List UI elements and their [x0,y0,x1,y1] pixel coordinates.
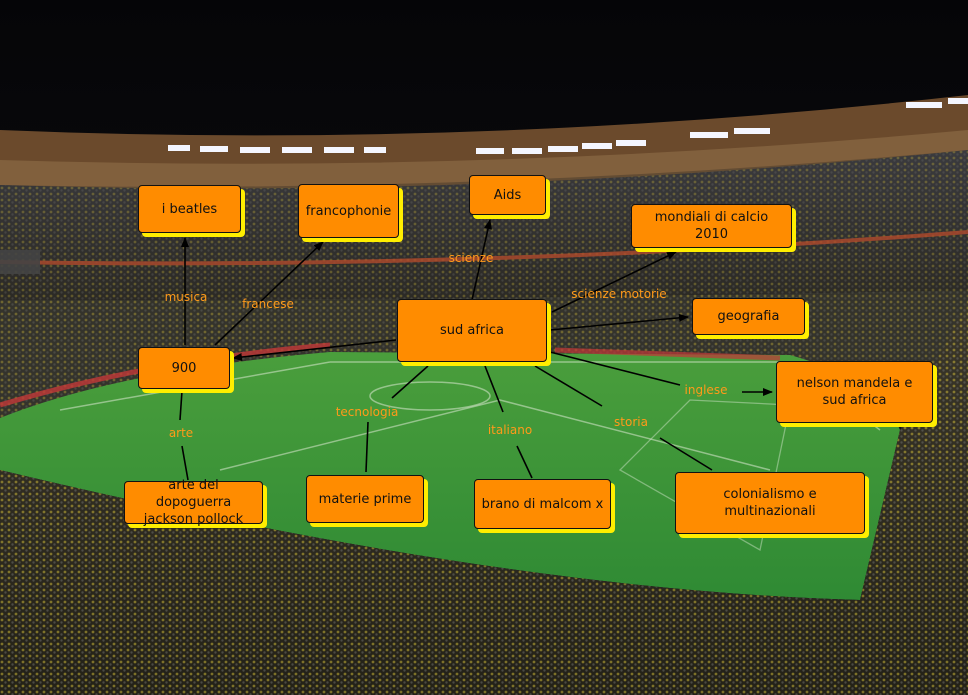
link-scienze [471,219,492,301]
node-sud-africa[interactable]: sud africa [397,299,547,362]
link-900 [232,339,397,361]
node-geografia[interactable]: geografia [692,298,805,335]
node-colonialismo[interactable]: colonialismo e multinazionali [675,472,865,534]
node-900[interactable]: 900 [138,347,230,389]
link-arte-b [181,445,189,481]
label-scienze: scienze [448,251,494,265]
label-tecnologia: tecnologia [335,405,399,419]
label-storia: storia [614,415,648,429]
node-i-beatles[interactable]: i beatles [138,185,241,233]
label-musica: musica [164,290,208,304]
node-materie-prime[interactable]: materie prime [306,475,424,523]
link-inglese-a [549,351,681,386]
link-francese [214,241,324,346]
link-italiano-a [484,365,504,413]
node-francophonie[interactable]: francophonie [298,184,399,238]
node-aids[interactable]: Aids [469,175,546,215]
link-tecnologia-b [365,421,369,473]
label-scienze-motorie: scienze motorie [571,287,667,301]
label-inglese: inglese [684,383,728,397]
node-nelson-mandela[interactable]: nelson mandela e sud africa [776,361,933,423]
link-tecnologia-a [391,365,429,399]
link-scienze-motorie [551,251,677,313]
node-malcom-x[interactable]: brano di malcom x [474,479,611,529]
node-mondiali[interactable]: mondiali di calcio 2010 [631,204,792,248]
label-arte: arte [168,426,194,440]
node-arte-dopoguerra[interactable]: arte del dopoguerra jackson pollock [124,478,263,527]
link-storia-b [659,437,713,471]
link-geografia [549,313,689,331]
link-italiano-b [516,445,533,479]
label-italiano: italiano [487,423,533,437]
label-francese: francese [242,297,294,311]
link-arte-a [179,390,183,421]
link-storia-a [534,365,603,407]
